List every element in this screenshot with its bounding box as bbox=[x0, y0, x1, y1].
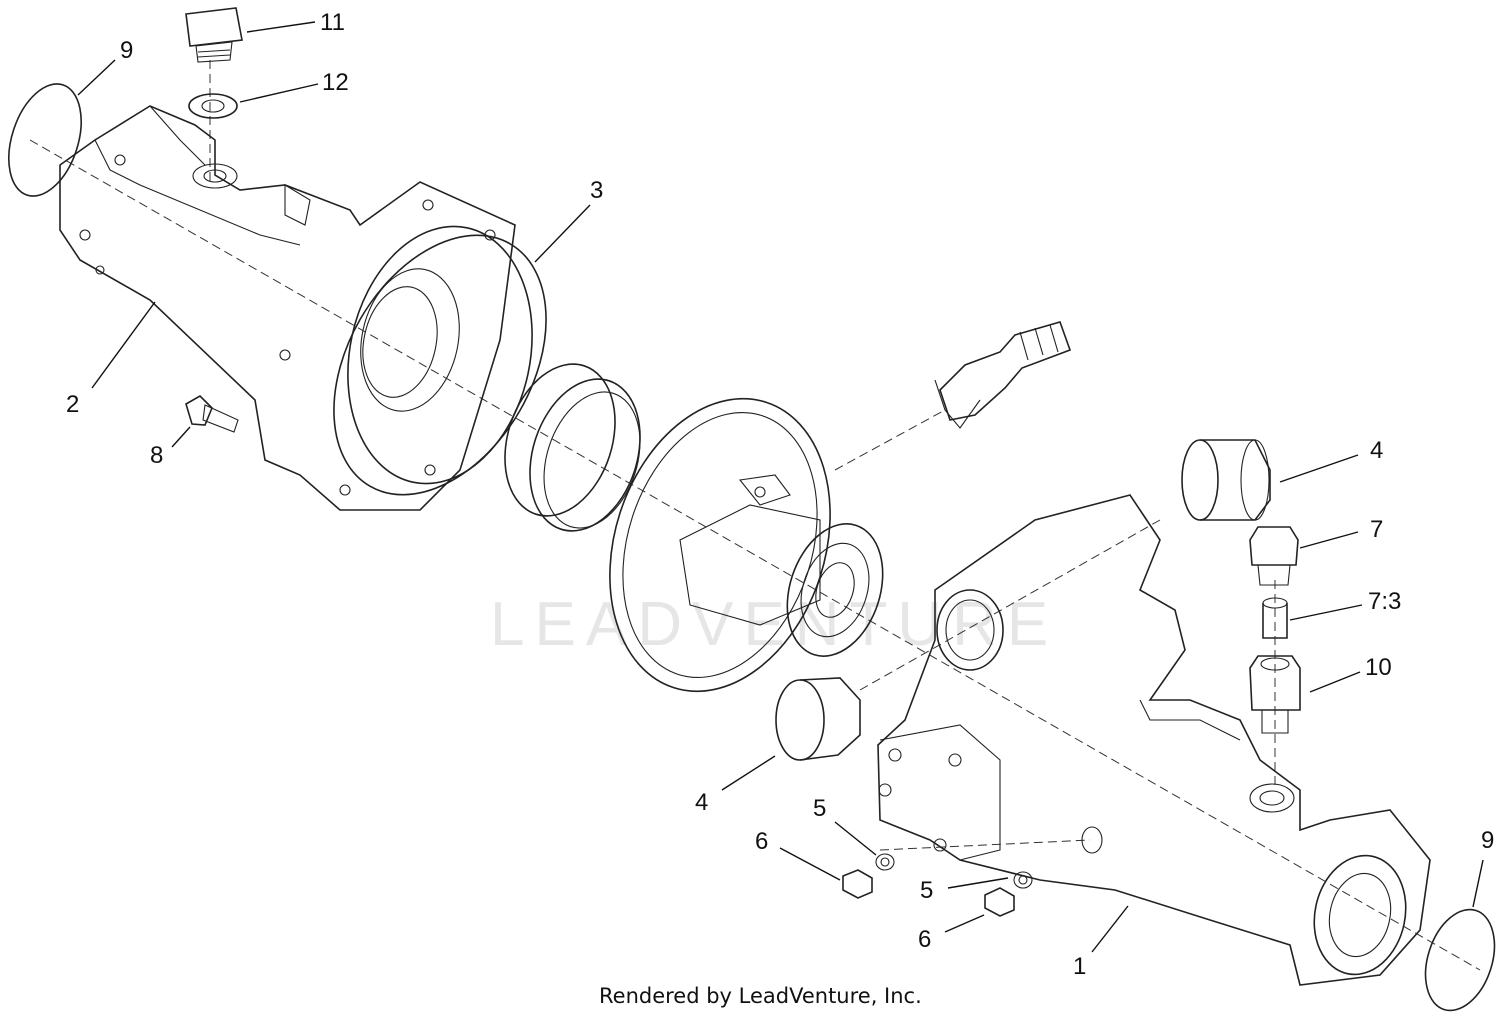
footer-credit: Rendered by LeadVenture, Inc. bbox=[599, 984, 922, 1008]
callout-1: 1 bbox=[1073, 953, 1086, 980]
left-axle-housing bbox=[59, 105, 533, 511]
callout-7: 7 bbox=[1370, 516, 1383, 543]
o-ring-right bbox=[1424, 908, 1496, 1012]
callout-7-3: 7:3 bbox=[1368, 588, 1401, 615]
breather-insert bbox=[1262, 597, 1288, 639]
bushing-right bbox=[1181, 439, 1271, 521]
washer-top bbox=[188, 93, 238, 119]
watermark-text: LEADVENTURE bbox=[490, 590, 1058, 659]
callout-4-right: 4 bbox=[1370, 437, 1383, 464]
breather-adapter bbox=[1249, 655, 1301, 734]
drain-plug-top bbox=[185, 7, 243, 63]
callout-6-left: 6 bbox=[755, 828, 768, 855]
pinion-shaft bbox=[934, 321, 1072, 429]
callout-2: 2 bbox=[66, 391, 79, 418]
leader-lines bbox=[77, 21, 1484, 953]
callout-labels: 11 12 9 3 2 8 4 7 7:3 10 4 5 6 5 6 1 9 bbox=[66, 9, 1494, 980]
callout-9-left: 9 bbox=[120, 37, 133, 64]
bushing-left bbox=[775, 677, 861, 761]
callout-3: 3 bbox=[590, 177, 603, 204]
callout-8: 8 bbox=[150, 442, 163, 469]
callout-12: 12 bbox=[322, 69, 349, 96]
lower-fasteners bbox=[842, 853, 1033, 917]
breather-cap bbox=[1249, 526, 1299, 586]
o-ring-left bbox=[8, 83, 82, 197]
callout-5-left: 5 bbox=[813, 795, 826, 822]
callout-11: 11 bbox=[320, 9, 345, 36]
callout-6-right: 6 bbox=[918, 926, 931, 953]
right-axle-housing bbox=[877, 494, 1431, 986]
gasket bbox=[333, 234, 547, 496]
callout-10: 10 bbox=[1365, 654, 1392, 681]
spring-rings bbox=[504, 363, 641, 532]
callout-9-right: 9 bbox=[1481, 827, 1494, 854]
differential-gear-assembly bbox=[609, 397, 884, 693]
callout-4-left: 4 bbox=[695, 789, 708, 816]
callout-5-right: 5 bbox=[920, 877, 933, 904]
bolt-left bbox=[185, 395, 239, 433]
